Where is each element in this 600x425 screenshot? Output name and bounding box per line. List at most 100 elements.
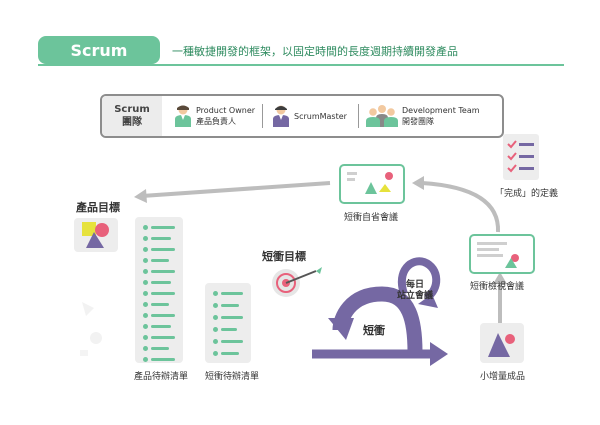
review-shapes-icon <box>477 242 519 268</box>
backlog-item <box>205 327 251 332</box>
team-heading-line2: 團隊 <box>122 117 142 128</box>
increment-to-review-arrowhead <box>493 272 507 284</box>
role-dev-team: Development Team 開發團隊 <box>366 96 480 136</box>
backlog-item-bar <box>151 336 175 339</box>
backlog-item-bullet <box>143 291 148 296</box>
sprint-backlog-label: 短衝待辦清單 <box>205 372 260 382</box>
backlog-item-bar <box>151 358 175 361</box>
increment-shapes-icon <box>488 333 515 357</box>
backlog-item <box>135 291 183 296</box>
backlog-item <box>135 313 183 318</box>
sprint-loop <box>332 286 423 353</box>
review-to-retro-arrowhead <box>412 176 424 190</box>
product-goal-label: 產品目標 <box>76 201 120 214</box>
daily-standup-line1: 每日 <box>406 280 425 290</box>
backlog-item-bar <box>221 340 243 343</box>
backlog-item-bar <box>151 237 171 240</box>
backlog-item-bar <box>221 304 239 307</box>
retrospective-shapes-icon <box>347 172 393 194</box>
checklist-icon <box>503 134 539 180</box>
role-divider <box>358 104 359 128</box>
backlog-item-bar <box>151 347 169 350</box>
role-dev-team-name: Development Team <box>402 106 480 115</box>
product-backlog-label: 產品待辦清單 <box>134 372 189 382</box>
daily-loop-head <box>418 294 438 308</box>
sprint-arrowhead <box>430 342 448 366</box>
team-heading: Scrum 團隊 <box>102 96 162 136</box>
retro-to-goal-arrow <box>141 181 331 198</box>
backlog-item-bar <box>151 248 175 251</box>
role-divider <box>262 104 263 128</box>
backlog-item-bullet <box>143 280 148 285</box>
backlog-item <box>135 324 183 329</box>
retrospective-card <box>339 164 405 204</box>
backlog-item-bullet <box>143 258 148 263</box>
sprint-label: 短衝 <box>363 324 385 337</box>
backlog-item <box>135 346 183 351</box>
product-owner-icon <box>175 105 191 127</box>
backlog-item-bullet <box>143 225 148 230</box>
backlog-item <box>205 291 251 296</box>
backlog-item-bar <box>221 292 243 295</box>
backlog-item <box>205 303 251 308</box>
backlog-item-bullet <box>143 269 148 274</box>
role-product-owner-subtitle: 產品負責人 <box>196 117 236 126</box>
backlog-item-bar <box>221 316 243 319</box>
review-card <box>469 234 535 274</box>
definition-of-done-label: 「完成」的定義 <box>495 189 559 199</box>
backlog-item-bullet <box>213 339 218 344</box>
retro-to-goal-arrowhead <box>134 189 147 203</box>
backlog-item-bar <box>151 292 175 295</box>
backlog-item-bullet <box>143 313 148 318</box>
sprint-goal-label: 短衝目標 <box>262 250 306 263</box>
role-scrum-master-name: ScrumMaster <box>294 111 347 121</box>
backlog-item-bar <box>221 328 237 331</box>
backlog-item-bar <box>151 303 169 306</box>
daily-standup-line2: 站立會議 <box>397 291 434 301</box>
sprint-backlog-stack <box>205 283 251 363</box>
role-product-owner: Product Owner 產品負責人 <box>174 96 255 136</box>
backlog-item <box>135 225 183 230</box>
sprint-loop-head <box>328 318 354 340</box>
backlog-item-bullet <box>213 291 218 296</box>
backlog-item-bullet <box>143 236 148 241</box>
title-badge: Scrum <box>38 36 160 64</box>
decorative-shapes <box>80 302 102 356</box>
page-title: Scrum <box>70 40 128 60</box>
dev-team-icon <box>366 105 398 127</box>
team-heading-line1: Scrum <box>114 104 150 115</box>
tagline: 一種敏捷開發的框架，以固定時間的長度週期持續開發產品 <box>172 45 458 58</box>
backlog-item <box>135 335 183 340</box>
backlog-item-bar <box>151 314 175 317</box>
review-to-retro-arrow <box>421 181 501 233</box>
backlog-item-bar <box>151 270 175 273</box>
retrospective-label: 短衝自省會議 <box>344 213 399 223</box>
daily-loop <box>398 257 441 302</box>
backlog-item-bar <box>221 352 239 355</box>
backlog-item <box>135 269 183 274</box>
scrum-team-box: Scrum 團隊 Product Owner 產品負責人 <box>100 94 504 138</box>
backlog-item-bullet <box>143 247 148 252</box>
backlog-item-bar <box>151 281 171 284</box>
backlog-item <box>205 351 251 356</box>
backlog-item-bullet <box>143 346 148 351</box>
product-backlog-stack <box>135 217 183 363</box>
backlog-item-bullet <box>143 335 148 340</box>
backlog-item-bullet <box>213 351 218 356</box>
goal-shapes-icon <box>82 222 109 248</box>
backlog-item <box>135 302 183 307</box>
backlog-item <box>135 236 183 241</box>
backlog-item-bullet <box>143 357 148 362</box>
backlog-item-bullet <box>213 303 218 308</box>
role-dev-team-subtitle: 開發團隊 <box>402 117 434 126</box>
backlog-item-bullet <box>213 327 218 332</box>
backlog-item-bar <box>151 259 169 262</box>
review-label: 短衝檢視會議 <box>470 282 525 292</box>
backlog-item <box>135 357 183 362</box>
backlog-item-bullet <box>143 324 148 329</box>
role-product-owner-name: Product Owner <box>196 106 256 115</box>
target-icon <box>272 267 322 297</box>
backlog-item <box>135 280 183 285</box>
